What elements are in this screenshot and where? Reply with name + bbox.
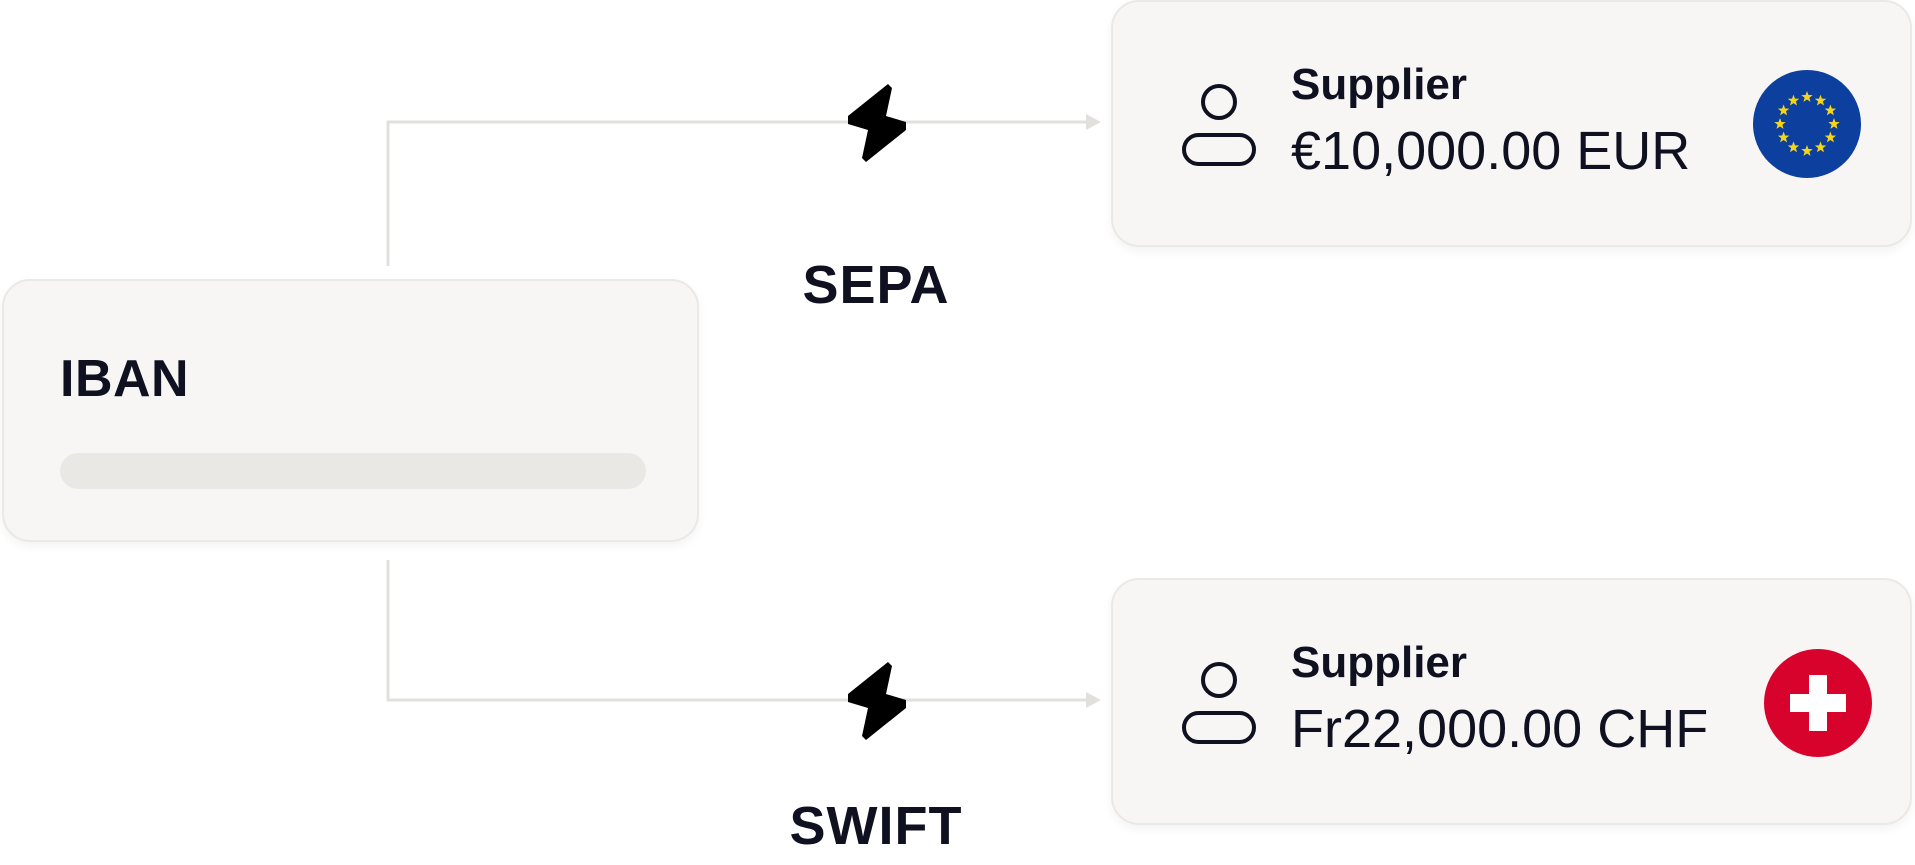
swiss-flag-icon: [1764, 649, 1872, 757]
eu-star: [1787, 94, 1800, 106]
swift-label: SWIFT: [789, 796, 963, 856]
lightning-bolt-icon: [848, 84, 906, 162]
iban-title: IBAN: [60, 350, 190, 408]
connector-to-chf: [386, 560, 1086, 702]
eu-flag-icon: [1753, 70, 1861, 178]
eu-star: [1828, 118, 1840, 129]
person-icon: [1182, 662, 1256, 744]
eu-star: [1801, 91, 1813, 102]
arrowhead-chf: [1086, 692, 1101, 708]
connector-to-eur: [386, 120, 1086, 266]
eu-star: [1774, 118, 1786, 129]
sepa-label: SEPA: [802, 255, 950, 315]
person-icon: [1182, 84, 1256, 166]
supplier-card-chf: Supplier Fr22,000.00 CHF: [1111, 578, 1912, 825]
supplier-title: Supplier: [1291, 638, 1468, 687]
iban-source-card: IBAN: [2, 279, 699, 542]
supplier-amount: €10,000.00 EUR: [1291, 121, 1691, 181]
lightning-bolt-icon: [848, 662, 906, 740]
eu-star: [1777, 104, 1790, 116]
supplier-card-eur: Supplier €10,000.00 EUR: [1111, 0, 1912, 247]
eu-star: [1787, 141, 1800, 153]
arrowhead-eur: [1086, 114, 1101, 130]
eu-star: [1801, 145, 1813, 156]
eu-star: [1824, 104, 1837, 116]
eu-star: [1824, 131, 1837, 143]
supplier-title: Supplier: [1291, 60, 1468, 109]
supplier-amount: Fr22,000.00 CHF: [1291, 699, 1709, 759]
iban-placeholder-bar: [60, 453, 646, 489]
eu-star: [1814, 141, 1827, 153]
eu-star: [1777, 131, 1790, 143]
eu-star: [1814, 94, 1827, 106]
